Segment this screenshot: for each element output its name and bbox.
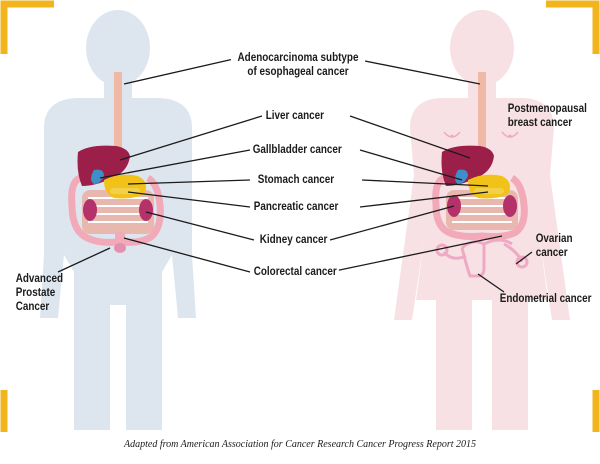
- label-liver-cancer: Liver cancer: [264, 109, 326, 123]
- female-stomach: [468, 174, 510, 199]
- label-adenocarcinoma: Adenocarcinoma subtype of esophageal can…: [230, 51, 366, 79]
- female-esophagus: [478, 72, 486, 172]
- line-liver-male: [119, 115, 263, 161]
- line-gallbladder-male: [99, 149, 251, 179]
- male-kidney-left: [83, 199, 97, 221]
- male-esophagus: [114, 72, 122, 172]
- female-nipple-left: [450, 134, 454, 138]
- frame-top-left: [0, 0, 54, 54]
- line-endometrial: [477, 273, 505, 293]
- source-caption: Adapted from American Association for Ca…: [124, 439, 476, 450]
- label-breast-cancer: Postmenopausal breast cancer: [506, 102, 589, 130]
- male-figure: [40, 10, 196, 430]
- line-pancreatic-male: [127, 191, 251, 208]
- label-pancreatic-cancer: Pancreatic cancer: [252, 200, 341, 214]
- male-prostate: [114, 243, 126, 253]
- line-prostate: [57, 247, 111, 273]
- label-prostate-line3: Cancer: [15, 301, 50, 313]
- female-kidney-right: [503, 195, 517, 217]
- frame-top-right: [546, 0, 600, 54]
- label-adenocarcinoma-line2: of esophageal cancer: [247, 66, 349, 78]
- frame-brackets: [0, 0, 600, 432]
- line-colorectal-male: [123, 237, 251, 273]
- leader-lines: [57, 57, 533, 293]
- line-kidney-male: [145, 211, 255, 241]
- female-nipple-right: [508, 134, 512, 138]
- line-stomach-male: [127, 179, 251, 185]
- male-liver: [77, 145, 130, 186]
- female-gallbladder: [455, 169, 468, 184]
- line-adeno-female: [349, 57, 481, 85]
- label-ovarian-line2: cancer: [535, 247, 568, 259]
- line-kidney-female: [329, 205, 455, 241]
- line-liver-female: [349, 115, 471, 159]
- label-prostate-line2: Prostate: [15, 287, 56, 299]
- label-adenocarcinoma-line1: Adenocarcinoma subtype: [237, 52, 359, 64]
- label-ovarian-line1: Ovarian: [535, 233, 573, 245]
- line-stomach-female: [361, 179, 489, 187]
- label-prostate-cancer: Advanced Prostate Cancer: [14, 272, 65, 314]
- male-gallbladder: [91, 169, 104, 184]
- female-figure: [394, 10, 570, 430]
- label-stomach-cancer: Stomach cancer: [256, 173, 336, 187]
- female-liver: [441, 145, 494, 186]
- label-colorectal-cancer: Colorectal cancer: [252, 265, 339, 279]
- label-breast-line1: Postmenopausal: [507, 103, 587, 115]
- label-kidney-cancer: Kidney cancer: [258, 233, 330, 247]
- label-breast-line2: breast cancer: [507, 117, 573, 129]
- line-ovarian: [515, 251, 533, 265]
- line-gallbladder-female: [359, 149, 463, 181]
- line-pancreatic-female: [359, 191, 489, 208]
- line-adeno-male: [123, 57, 239, 85]
- male-stomach: [104, 174, 146, 199]
- label-prostate-line1: Advanced: [15, 273, 63, 285]
- label-gallbladder-cancer: Gallbladder cancer: [251, 143, 344, 157]
- male-kidney-right: [139, 199, 153, 221]
- label-ovarian-cancer: Ovarian cancer: [534, 232, 574, 260]
- label-endometrial-cancer: Endometrial cancer: [499, 293, 592, 305]
- line-colorectal-female: [329, 235, 503, 273]
